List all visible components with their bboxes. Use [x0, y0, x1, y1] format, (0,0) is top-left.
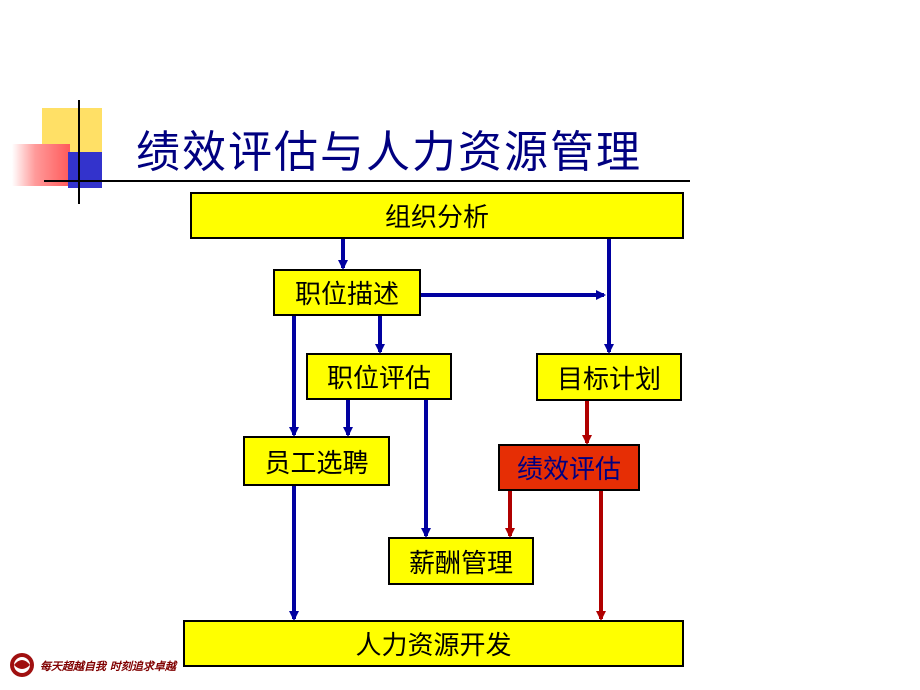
- node-compensation: 薪酬管理: [388, 537, 534, 585]
- node-performance-evaluation: 绩效评估: [498, 444, 640, 491]
- deco-red-square: [12, 144, 70, 186]
- page-title: 绩效评估与人力资源管理: [136, 127, 642, 178]
- node-org-analysis: 组织分析: [190, 192, 684, 239]
- deco-blue-square: [68, 152, 102, 188]
- node-job-evaluation: 职位评估: [306, 353, 452, 400]
- node-goal-planning: 目标计划: [536, 353, 682, 401]
- node-recruitment: 员工选聘: [243, 436, 390, 486]
- node-job-description: 职位描述: [273, 269, 421, 316]
- footer-slogan: 每天超越自我 时刻追求卓越: [40, 660, 176, 673]
- deco-vertical-line: [78, 100, 80, 204]
- node-hr-development: 人力资源开发: [183, 620, 684, 667]
- company-logo-icon: [10, 653, 34, 677]
- title-underline: [44, 180, 690, 182]
